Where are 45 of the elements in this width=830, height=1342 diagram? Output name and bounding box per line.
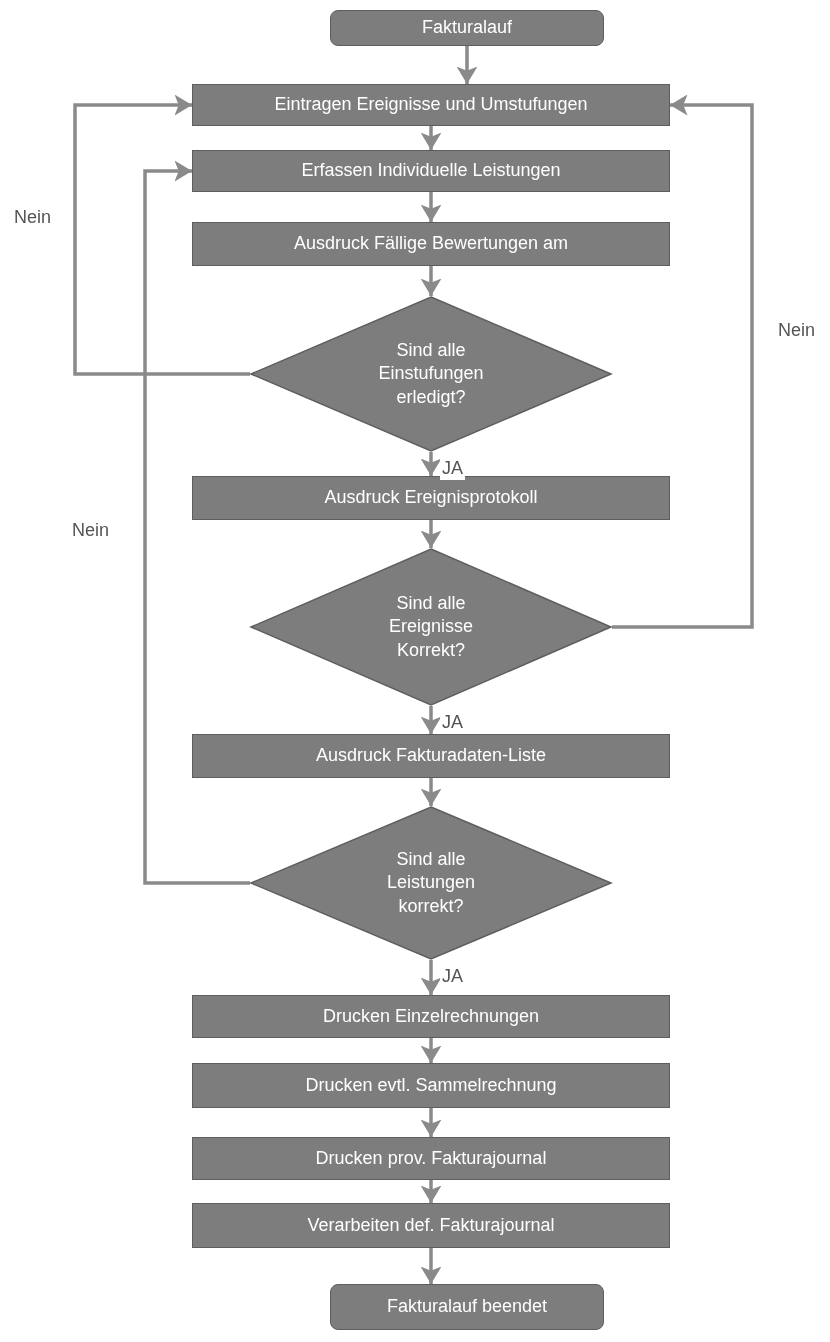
node-label: Fakturalauf beendet — [386, 1295, 548, 1319]
arrow — [420, 778, 442, 806]
arrow — [456, 46, 478, 84]
process-box — [192, 1063, 670, 1108]
process-box — [192, 84, 670, 126]
node-label: Eintragen Ereignisse und Umstufungen — [274, 93, 588, 117]
node-label: Ausdruck Fällige Bewertungen am — [293, 232, 569, 256]
terminal-box — [330, 10, 604, 46]
process-box — [192, 1137, 670, 1180]
arrow — [420, 520, 442, 548]
process-box — [192, 995, 670, 1038]
arrow — [420, 960, 442, 995]
edge-label: JA — [440, 458, 465, 480]
arrow — [420, 1248, 442, 1284]
arrow — [420, 1038, 442, 1063]
arrow — [420, 1108, 442, 1137]
process-box — [192, 734, 670, 778]
arrow — [420, 452, 442, 476]
node-label: Erfassen Individuelle Leistungen — [301, 159, 561, 183]
node-label: Ausdruck Fakturadaten-Liste — [315, 744, 547, 768]
node-label: Sind alle Einstufungen erledigt? — [377, 338, 485, 409]
arrow — [73, 94, 250, 376]
process-box — [192, 1203, 670, 1248]
node-label: Drucken prov. Fakturajournal — [315, 1146, 547, 1170]
node-label: Drucken Einzelrechnungen — [322, 1004, 540, 1028]
arrow — [420, 126, 442, 150]
process-box — [192, 150, 670, 192]
node-label: Sind alle Leistungen korrekt? — [385, 847, 477, 918]
decision-diamond — [250, 548, 612, 706]
node-label: Drucken evtl. Sammelrechnung — [305, 1073, 557, 1097]
node-label: Sind alle Ereignisse Korrekt? — [387, 591, 474, 662]
node-label: Ausdruck Ereignisprotokoll — [324, 486, 538, 510]
terminal-box — [330, 1284, 604, 1330]
decision-diamond — [250, 296, 612, 452]
decision-diamond — [250, 806, 612, 960]
arrow — [420, 192, 442, 222]
arrow — [143, 160, 250, 885]
arrow — [420, 266, 442, 296]
process-box — [192, 222, 670, 266]
arrow — [612, 94, 754, 629]
arrow — [420, 1180, 442, 1203]
node-label: Fakturalauf — [421, 16, 512, 40]
node-label: Verarbeiten def. Fakturajournal — [307, 1213, 555, 1237]
arrow — [420, 706, 442, 734]
process-box — [192, 476, 670, 520]
